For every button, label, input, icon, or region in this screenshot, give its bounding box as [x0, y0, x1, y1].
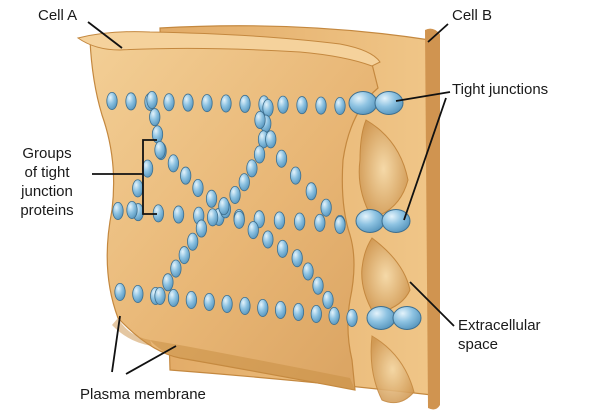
groups-label-line-3: junction — [6, 182, 88, 201]
protein-bead — [321, 199, 331, 216]
protein-bead — [263, 231, 273, 248]
protein-bead — [248, 221, 258, 238]
protein-bead — [255, 111, 265, 128]
protein-bead — [329, 307, 339, 324]
protein-bead — [107, 92, 117, 109]
protein-bead — [147, 91, 157, 108]
plasma-membrane-label: Plasma membrane — [80, 385, 206, 404]
protein-bead — [173, 206, 183, 223]
protein-bead — [316, 97, 326, 114]
protein-bead — [183, 94, 193, 111]
protein-bead — [275, 301, 285, 318]
protein-bead — [274, 212, 284, 229]
groups-label: Groups of tight junction proteins — [6, 144, 88, 220]
protein-bead — [127, 201, 137, 218]
cell-a-label: Cell A — [38, 6, 77, 25]
protein-bead — [297, 97, 307, 114]
protein-bead — [142, 160, 152, 177]
protein-bead — [263, 99, 273, 116]
protein-bead — [290, 167, 300, 184]
extracellular-label-line-1: Extracellular — [458, 316, 541, 335]
cell-b-label: Cell B — [452, 6, 492, 25]
protein-bead — [196, 220, 206, 237]
protein-bead — [187, 233, 197, 250]
protein-bead — [335, 216, 345, 233]
protein-bead — [222, 295, 232, 312]
protein-bead — [150, 109, 160, 126]
protein-bead — [311, 305, 321, 322]
protein-bead — [180, 167, 190, 184]
protein-bead — [240, 95, 250, 112]
protein-bead — [115, 283, 125, 300]
protein-bead — [323, 291, 333, 308]
protein-bead — [113, 202, 123, 219]
protein-bead — [293, 303, 303, 320]
extracellular-label-line-2: space — [458, 335, 541, 354]
groups-label-line-1: Groups — [6, 144, 88, 163]
leader-plasma-right — [126, 346, 176, 374]
protein-bead — [335, 97, 345, 114]
protein-bead — [133, 180, 143, 197]
protein-bead — [206, 190, 216, 207]
protein-bead — [168, 289, 178, 306]
protein-bead — [155, 141, 165, 158]
groups-label-line-4: proteins — [6, 201, 88, 220]
protein-bead — [276, 150, 286, 167]
tight-junctions-label: Tight junctions — [452, 80, 548, 99]
protein-bead — [168, 155, 178, 172]
protein-bead — [221, 95, 231, 112]
protein-bead — [155, 287, 165, 304]
protein-bead — [133, 285, 143, 302]
protein-bead — [193, 179, 203, 196]
protein-bead — [347, 309, 357, 326]
protein-bead — [258, 299, 268, 316]
protein-bead — [239, 174, 249, 191]
protein-bead — [204, 293, 214, 310]
junction-protein — [367, 307, 395, 330]
junction-protein — [393, 307, 421, 330]
protein-bead — [313, 277, 323, 294]
protein-bead — [230, 186, 240, 203]
protein-bead — [247, 160, 257, 177]
protein-bead — [306, 183, 316, 200]
junction-protein — [375, 92, 403, 115]
protein-bead — [266, 131, 276, 148]
extracellular-label: Extracellular space — [458, 316, 541, 354]
protein-bead — [219, 198, 229, 215]
protein-bead — [240, 297, 250, 314]
protein-bead — [234, 211, 244, 228]
protein-bead — [171, 260, 181, 277]
protein-bead — [186, 291, 196, 308]
protein-bead — [202, 94, 212, 111]
groups-label-line-2: of tight — [6, 163, 88, 182]
protein-bead — [207, 209, 217, 226]
protein-bead — [292, 250, 302, 267]
junction-protein — [349, 92, 377, 115]
protein-bead — [164, 94, 174, 111]
protein-bead — [294, 213, 304, 230]
protein-bead — [277, 240, 287, 257]
protein-bead — [179, 247, 189, 264]
protein-bead — [163, 274, 173, 291]
protein-bead — [278, 96, 288, 113]
junction-protein — [356, 210, 384, 233]
protein-bead — [126, 93, 136, 110]
protein-bead — [315, 214, 325, 231]
protein-bead — [303, 263, 313, 280]
protein-bead — [254, 146, 264, 163]
